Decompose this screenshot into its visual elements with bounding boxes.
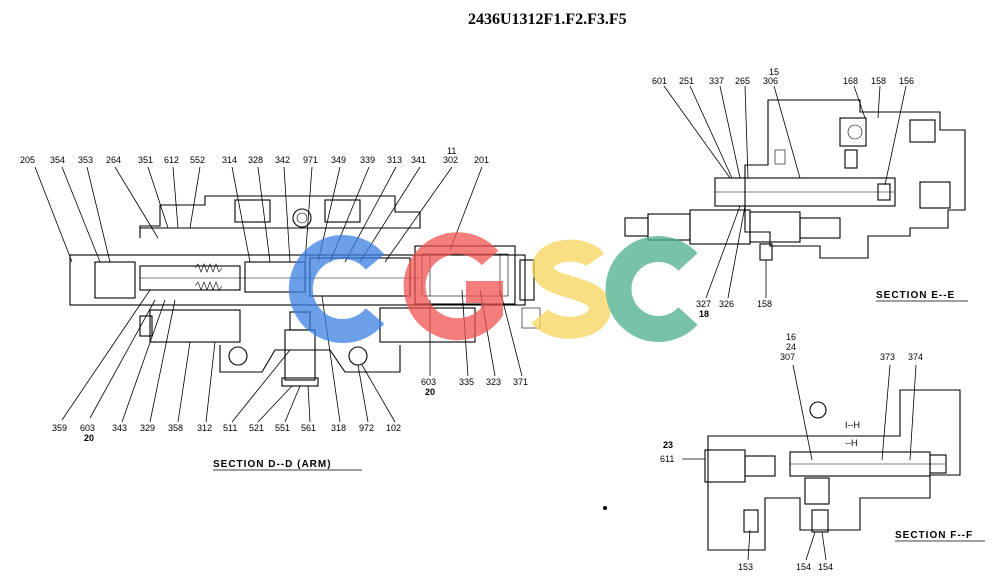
callout-323: 323 bbox=[486, 377, 501, 387]
callout-603-right: 603 bbox=[421, 377, 436, 387]
section-dd-leaders bbox=[34, 166, 523, 423]
callout-154-right: 154 bbox=[818, 562, 833, 572]
callout-251: 251 bbox=[679, 76, 694, 86]
callout-20-right: 20 bbox=[425, 387, 435, 397]
callout-205: 205 bbox=[20, 155, 35, 165]
callout-342: 342 bbox=[275, 155, 290, 165]
callout-302: 302 bbox=[443, 155, 458, 165]
section-ff-labels: 16 24 307 373 374 23 611 153 154 154 I--… bbox=[660, 332, 985, 572]
watermark-logo bbox=[288, 232, 698, 343]
callout-561: 561 bbox=[301, 423, 316, 433]
callout-603-left: 603 bbox=[80, 423, 95, 433]
section-ee-caption: SECTION E--E bbox=[876, 290, 955, 301]
drawing-title: 2436U1312F1.F2.F3.F5 bbox=[468, 11, 627, 28]
callout-358: 358 bbox=[168, 423, 183, 433]
section-dd-labels: 205 354 353 264 351 612 552 314 328 342 … bbox=[20, 146, 528, 471]
callout-374: 374 bbox=[908, 352, 923, 362]
callout-318: 318 bbox=[331, 423, 346, 433]
watermark-letter-g-red bbox=[403, 232, 503, 341]
callout-611: 611 bbox=[660, 454, 674, 464]
callout-168: 168 bbox=[843, 76, 858, 86]
callout-265: 265 bbox=[735, 76, 750, 86]
callout-971: 971 bbox=[303, 155, 318, 165]
callout-20-left: 20 bbox=[84, 433, 94, 443]
callout-102: 102 bbox=[386, 423, 401, 433]
callout-521: 521 bbox=[249, 423, 264, 433]
view-marker-h1: I--H bbox=[845, 420, 860, 430]
callout-612: 612 bbox=[164, 155, 179, 165]
callout-23: 23 bbox=[663, 440, 673, 450]
callout-18: 18 bbox=[699, 309, 709, 319]
view-marker-h2: --H bbox=[845, 438, 858, 448]
callout-552: 552 bbox=[190, 155, 205, 165]
callout-307: 307 bbox=[780, 352, 795, 362]
section-ff-caption: SECTION F--F bbox=[895, 530, 973, 541]
section-ff-leaders bbox=[682, 364, 917, 561]
callout-354: 354 bbox=[50, 155, 65, 165]
callout-306: 306 bbox=[763, 76, 778, 86]
callout-264: 264 bbox=[106, 155, 121, 165]
section-ff-drawing bbox=[704, 389, 961, 551]
callout-15: 15 bbox=[769, 67, 779, 77]
callout-11: 11 bbox=[447, 146, 456, 156]
section-ee-drawing bbox=[624, 99, 966, 261]
callout-312: 312 bbox=[197, 423, 212, 433]
callout-156: 156 bbox=[899, 76, 914, 86]
callout-326: 326 bbox=[719, 299, 734, 309]
callout-359: 359 bbox=[52, 423, 67, 433]
callout-511: 511 bbox=[223, 423, 237, 433]
callout-341: 341 bbox=[411, 155, 426, 165]
section-dd-caption: SECTION D--D (ARM) bbox=[213, 459, 332, 470]
section-ee-labels: 601 251 337 265 15 306 168 158 156 327 1… bbox=[652, 67, 968, 319]
callout-551: 551 bbox=[275, 423, 290, 433]
watermark-letter-c-blue bbox=[288, 235, 385, 343]
callout-158-bottom: 158 bbox=[757, 299, 772, 309]
callout-327: 327 bbox=[696, 299, 711, 309]
callout-201: 201 bbox=[474, 155, 489, 165]
watermark-letter-c-green bbox=[605, 236, 698, 342]
callout-339: 339 bbox=[360, 155, 375, 165]
callout-16: 16 bbox=[786, 332, 796, 342]
callout-24: 24 bbox=[786, 342, 796, 352]
callout-335: 335 bbox=[459, 377, 474, 387]
callout-343: 343 bbox=[112, 423, 127, 433]
callout-371: 371 bbox=[513, 377, 528, 387]
callout-314: 314 bbox=[222, 155, 237, 165]
callout-972: 972 bbox=[359, 423, 374, 433]
dot-mark bbox=[603, 506, 607, 510]
section-ee-leaders bbox=[663, 85, 907, 299]
callout-329: 329 bbox=[140, 423, 155, 433]
callout-373: 373 bbox=[880, 352, 895, 362]
callout-153: 153 bbox=[738, 562, 753, 572]
callout-328: 328 bbox=[248, 155, 263, 165]
callout-337: 337 bbox=[709, 76, 724, 86]
watermark-letter-s-yellow bbox=[531, 239, 612, 339]
callout-158-top: 158 bbox=[871, 76, 886, 86]
callout-154-left: 154 bbox=[796, 562, 811, 572]
callout-349: 349 bbox=[331, 155, 346, 165]
callout-313: 313 bbox=[387, 155, 402, 165]
callout-353: 353 bbox=[78, 155, 93, 165]
callout-601: 601 bbox=[652, 76, 667, 86]
callout-351: 351 bbox=[138, 155, 153, 165]
